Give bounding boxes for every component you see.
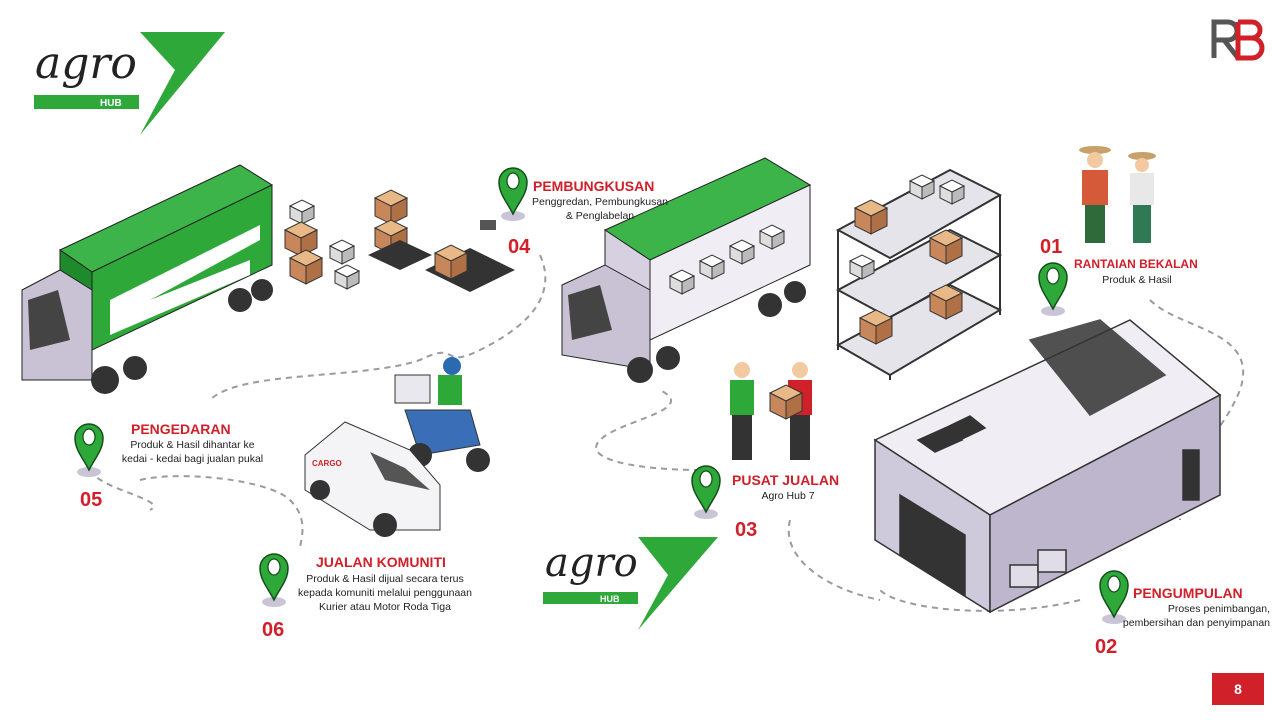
step-03-desc-line: Agro Hub 7	[761, 490, 815, 502]
logo-sub-text: HUB	[100, 98, 122, 109]
step-02-number: 02	[1095, 636, 1118, 658]
step-02-desc-line: pembersihan dan penyimpanan	[1122, 617, 1270, 629]
sales-workers	[730, 362, 812, 460]
delivery-truck-center	[561, 157, 812, 383]
logo-center-script-text: agro	[545, 540, 638, 586]
packages	[284, 189, 515, 292]
step-03-title: PUSAT JUALAN	[732, 472, 840, 488]
logo-script-text: agro	[35, 38, 137, 89]
logo-center-sub-text: HUB	[600, 594, 620, 604]
step-04-number: 04	[508, 236, 531, 258]
step-06-desc-line: Produk & Hasil dijual secara terus	[306, 573, 464, 585]
location-pin-icon	[259, 553, 289, 608]
step-02-title: PENGUMPULAN	[1133, 585, 1243, 601]
step-01-title: RANTAIAN BEKALAN	[1074, 257, 1198, 271]
agro-hub-logo: HUB agro	[34, 32, 225, 135]
step-04-title: PEMBUNGKUSAN	[533, 178, 655, 194]
step-06-desc-line: kepada komuniti melalui penggunaan	[298, 587, 472, 599]
page-number: 8	[1212, 673, 1264, 705]
step-01-desc: Produk & Hasil	[1074, 273, 1200, 287]
cargo-van: CARGO	[304, 421, 441, 537]
van-label: CARGO	[312, 459, 342, 468]
step-04-desc: Penggredan, Pembungkusan & Penglabelan	[528, 195, 672, 223]
step-03-desc: Agro Hub 7	[732, 489, 844, 503]
storage-shelves	[835, 168, 1003, 380]
step-04-desc-line: & Penglabelan	[565, 210, 635, 222]
farmers	[1079, 146, 1156, 243]
warehouse-building	[873, 319, 1222, 614]
location-pin-icon	[691, 465, 721, 520]
step-06-title: JUALAN KOMUNITI	[316, 554, 446, 570]
step-04-desc-line: Penggredan, Pembungkusan	[531, 196, 669, 208]
step-05-desc: Produk & Hasil dihantar ke kedai - kedai …	[110, 438, 275, 466]
agro-hub-logo-center: HUB agro	[543, 537, 718, 630]
step-05-desc-line: kedai - kedai bagi jualan pukal	[121, 453, 264, 465]
step-06-desc-line: Kurier atau Motor Roda Tiga	[319, 601, 451, 613]
rb-logo	[1211, 19, 1265, 61]
route-path	[89, 254, 1244, 612]
step-05-title: PENGEDARAN	[131, 421, 231, 437]
step-01-number: 01	[1040, 236, 1063, 258]
step-03-number: 03	[735, 519, 758, 541]
delivery-scooter	[394, 357, 490, 472]
step-06-number: 06	[262, 619, 285, 641]
step-05-number: 05	[80, 489, 103, 511]
step-05-desc-line: Produk & Hasil dihantar ke	[130, 439, 255, 451]
delivery-truck-left	[21, 164, 274, 394]
location-pin-icon	[74, 423, 104, 478]
step-01-desc-line: Produk & Hasil	[1102, 274, 1172, 286]
step-06-desc: Produk & Hasil dijual secara terus kepada…	[290, 572, 480, 614]
step-02-desc-line: Proses penimbangan,	[1167, 603, 1270, 615]
step-02-desc: Proses penimbangan, pembersihan dan penyi…	[1100, 602, 1270, 630]
location-pin-icon	[498, 167, 528, 222]
location-pin-icon	[1038, 262, 1068, 317]
